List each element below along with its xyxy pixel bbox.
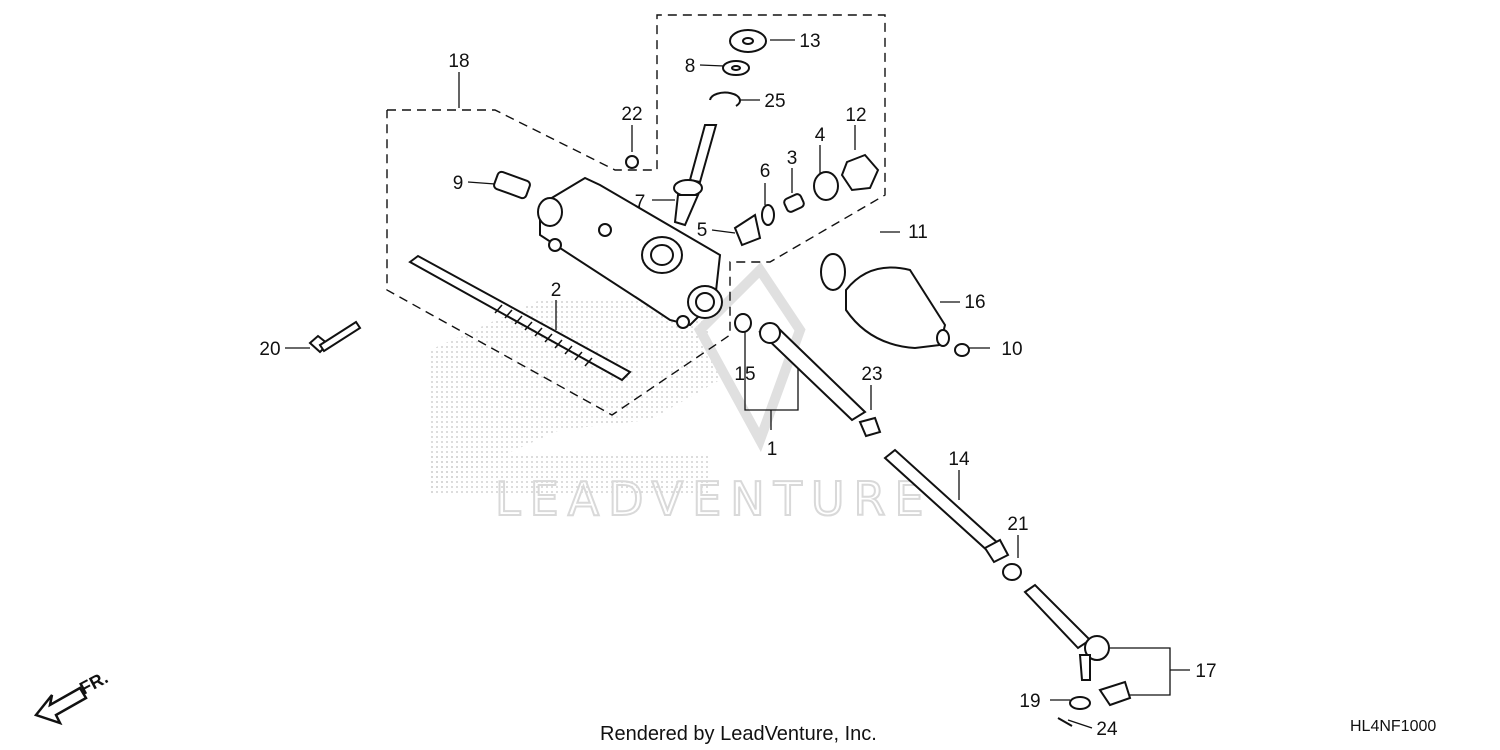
tie-rod-inner [758, 322, 882, 438]
callout-16: 16 [964, 292, 985, 313]
callout-8: 8 [685, 56, 696, 77]
bolt-20 [308, 320, 362, 354]
callout-22: 22 [621, 104, 642, 125]
callout-14: 14 [948, 449, 970, 470]
callout-21: 21 [1007, 514, 1028, 535]
rack-shaft [408, 254, 632, 382]
watermark: LEADVENTURE [430, 262, 933, 527]
callout-13: 13 [799, 31, 820, 52]
callout-25: 25 [764, 91, 785, 112]
callout-5: 5 [697, 220, 708, 241]
callout-18: 18 [448, 51, 469, 72]
callout-1: 1 [767, 439, 778, 460]
callouts: 1 2 3 4 5 6 7 8 9 10 11 12 13 14 15 16 1… [259, 31, 1216, 740]
small-parts [493, 29, 970, 357]
pinion-shaft [673, 124, 718, 227]
callout-2: 2 [551, 280, 562, 301]
tie-rod-end-17 [1023, 583, 1132, 727]
callout-19: 19 [1019, 691, 1040, 712]
leader-lines [285, 39, 1190, 729]
front-direction-indicator: FR. [33, 667, 111, 726]
callout-10: 10 [1001, 339, 1022, 360]
callout-17: 17 [1195, 661, 1216, 682]
callout-11: 11 [908, 222, 928, 243]
callout-23: 23 [861, 364, 882, 385]
callout-3: 3 [787, 148, 798, 169]
cushion-9 [493, 170, 531, 200]
callout-6: 6 [760, 161, 771, 182]
steering-gear-housing [537, 176, 723, 329]
callout-9: 9 [453, 173, 464, 194]
callout-24: 24 [1096, 719, 1118, 740]
front-arrow-icon [33, 686, 88, 726]
callout-4: 4 [815, 125, 826, 146]
callout-12: 12 [845, 105, 866, 126]
rendered-by-footer: Rendered by LeadVenture, Inc. [600, 723, 877, 745]
diagram-code: HL4NF1000 [1350, 718, 1436, 735]
watermark-text: LEADVENTURE [495, 472, 933, 526]
callout-7: 7 [635, 192, 646, 213]
adjusting-tube-14 [883, 448, 1022, 581]
group-outline-18 [386, 14, 886, 416]
callout-15: 15 [734, 364, 755, 385]
callout-20: 20 [259, 339, 280, 360]
